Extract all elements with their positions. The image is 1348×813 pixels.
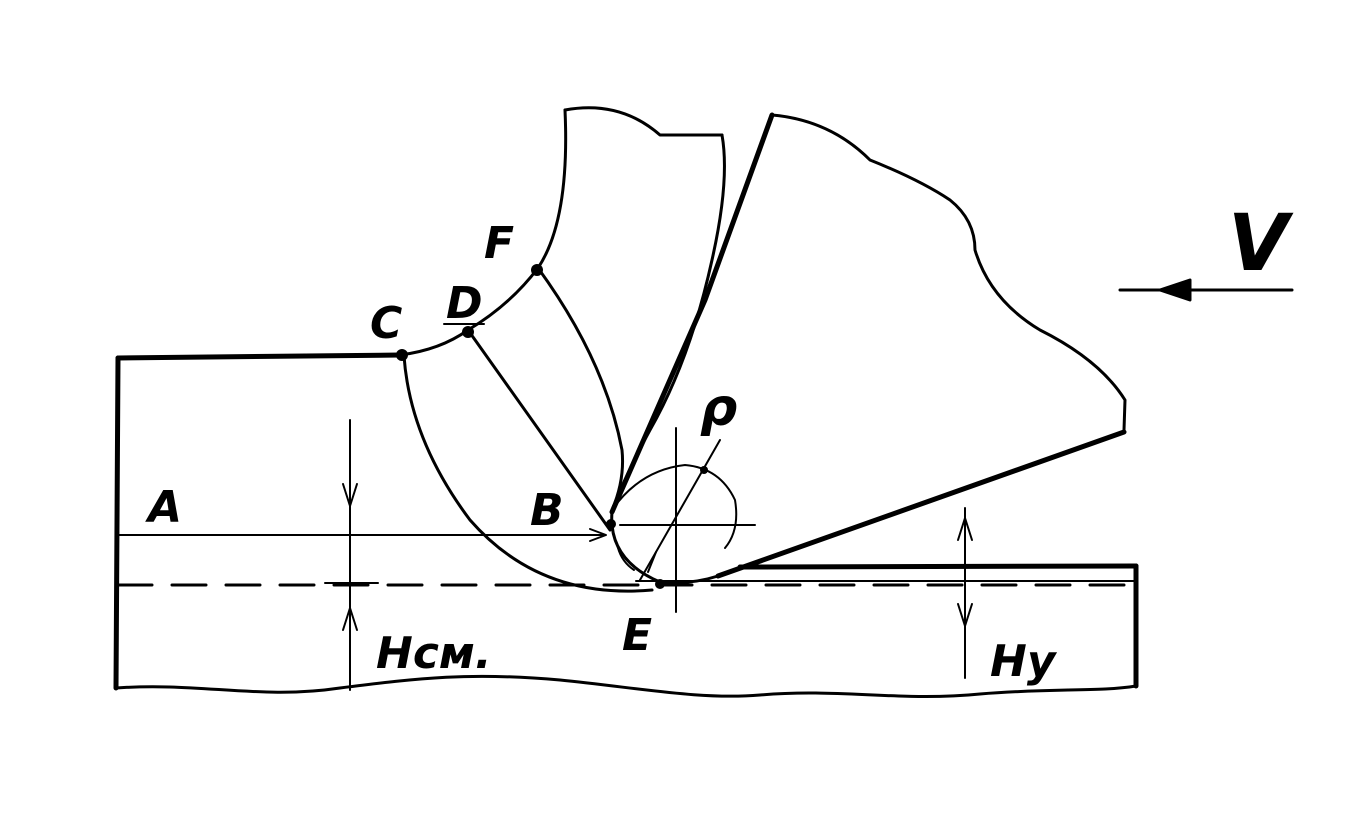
nose-circle-arc xyxy=(611,464,738,549)
h-shift-arrow-bottom xyxy=(342,607,358,631)
velocity-arrowhead xyxy=(1158,278,1192,302)
nose-radius-line xyxy=(639,439,721,581)
workpiece-left-edge xyxy=(113,355,121,691)
tool-flank-face xyxy=(715,429,1127,579)
tool-rake-face xyxy=(609,112,775,515)
nose-tick-left xyxy=(617,547,635,571)
chip-outer-curve xyxy=(610,133,726,512)
nose-radius-arrowhead xyxy=(647,551,657,573)
workpiece xyxy=(113,352,1139,699)
velocity-arrow xyxy=(1118,278,1294,302)
point-e xyxy=(655,579,665,589)
machined-surface xyxy=(737,563,1139,570)
label-c: C xyxy=(370,298,402,349)
h-y-arrow-bottom xyxy=(957,603,973,627)
point-d xyxy=(462,326,474,338)
label-a: A xyxy=(145,482,182,533)
line-d-b xyxy=(466,328,612,532)
label-velocity: V xyxy=(1228,199,1294,289)
label-h-y: Hy xyxy=(990,636,1058,687)
chip-shear-curve-fb xyxy=(536,266,624,512)
chip-top-edge xyxy=(563,106,724,137)
label-d: D xyxy=(446,278,483,329)
nose-radius-construction xyxy=(611,427,756,613)
workpiece-top-edge xyxy=(115,352,403,361)
point-b xyxy=(606,519,616,529)
tool-broken-body xyxy=(770,113,1127,432)
label-h-shift: Hсм. xyxy=(376,628,492,679)
label-b: B xyxy=(530,485,564,536)
cutting-tool xyxy=(609,112,1127,585)
dimension-h-shift xyxy=(324,419,379,691)
tool-nose xyxy=(610,510,720,585)
h-shift-arrow-top xyxy=(342,483,358,507)
line-a-b-arrowhead xyxy=(589,528,607,542)
arc-c-e xyxy=(402,354,654,593)
label-e: E xyxy=(622,610,652,661)
point-c xyxy=(396,349,408,361)
point-nose-center-top xyxy=(700,466,708,474)
workpiece-wavy-bottom xyxy=(114,674,1138,699)
point-f xyxy=(531,264,543,276)
label-rho: ρ xyxy=(700,378,737,438)
dimension-h-y xyxy=(957,507,973,679)
label-f: F xyxy=(484,218,514,269)
chip-inner-curve xyxy=(398,108,568,357)
h-y-arrow-top xyxy=(957,517,973,541)
